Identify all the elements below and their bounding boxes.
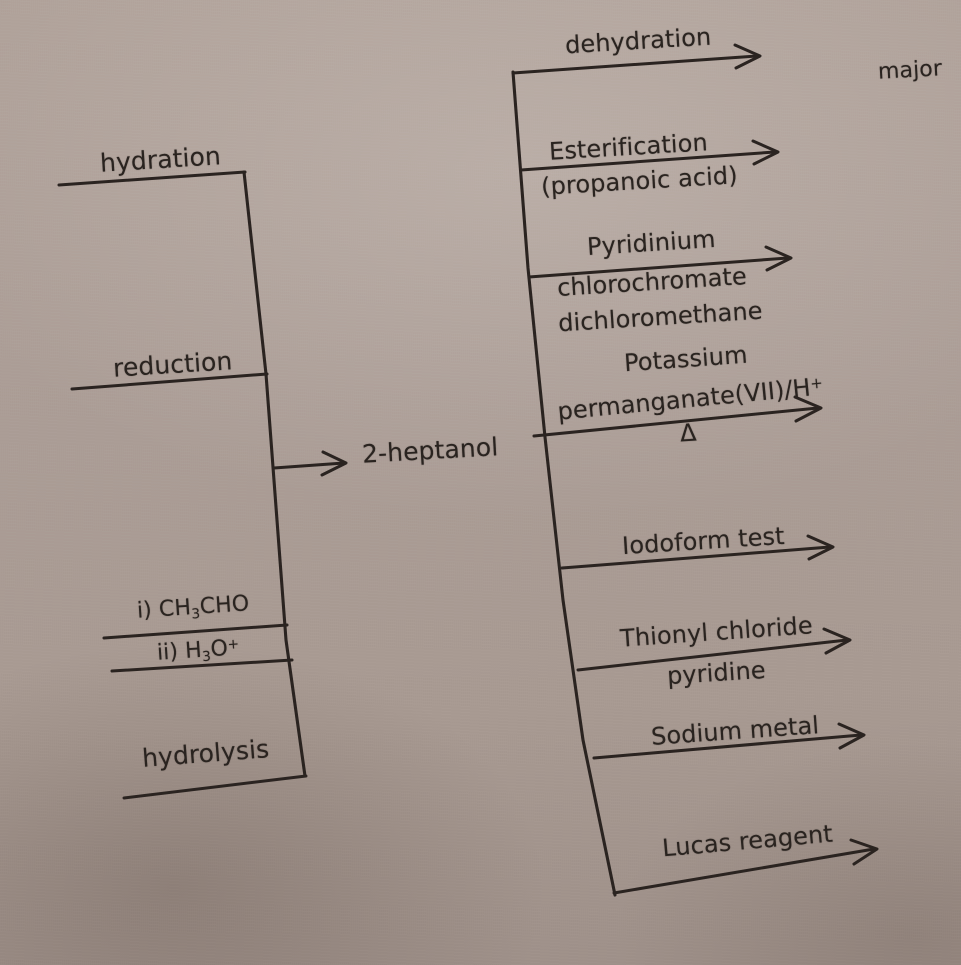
- left-line-grignard-lower: [110, 658, 294, 673]
- grignard-step2-mid: O: [209, 636, 229, 663]
- arrow-lucas-shaft: [612, 847, 876, 895]
- grignard-step1-rest: CHO: [198, 591, 251, 620]
- arrow-esterification-shaft: [519, 150, 777, 172]
- grignard-step1-pre: i) CH: [136, 595, 192, 624]
- arrow-kmno4-shaft: [532, 406, 820, 438]
- arrow-kmno4-head: [793, 395, 823, 423]
- arrow-dehydration-shaft: [511, 54, 759, 75]
- left-line-grignard-upper: [102, 623, 289, 640]
- grignard-step2-pre: ii) H: [156, 637, 203, 666]
- arrow-pcc-head: [764, 245, 793, 272]
- arrow-dehydration-head: [733, 43, 762, 70]
- left-line-hydrolysis: [122, 774, 308, 800]
- arrow-iodoform-head: [806, 534, 835, 561]
- arrow-to-center-head: [320, 450, 348, 477]
- arrow-sodium-shaft: [592, 733, 863, 760]
- right-label-kmno4-heat: Δ: [679, 418, 698, 448]
- arrow-pcc-shaft: [527, 256, 790, 279]
- arrow-lucas-head: [849, 838, 879, 866]
- arrow-iodoform-shaft: [560, 545, 832, 570]
- annotation-major: major: [877, 56, 943, 85]
- arrow-thionyl-head: [822, 627, 852, 655]
- left-line-hydration: [57, 170, 247, 187]
- arrow-esterification-head: [751, 139, 780, 166]
- right-bracket-spine: [511, 70, 617, 897]
- arrow-to-center-shaft: [272, 461, 346, 470]
- left-line-reduction: [70, 372, 269, 391]
- left-bracket-spine: [242, 170, 307, 778]
- kmno4-charge-sup: +: [809, 373, 824, 393]
- arrow-sodium-head: [837, 722, 866, 750]
- grignard-step2-sup: +: [227, 636, 240, 653]
- arrow-thionyl-shaft: [576, 638, 849, 672]
- left-label-grignard-step2: ii) H3O+: [156, 635, 240, 668]
